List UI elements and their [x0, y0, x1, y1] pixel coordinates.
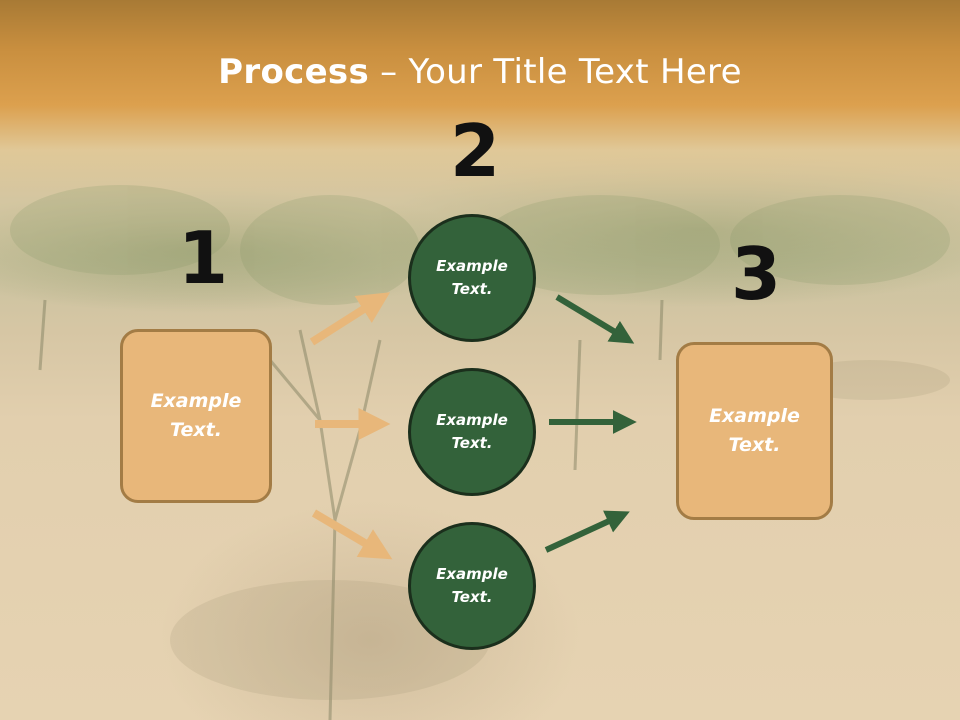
left-box-line2: Text. — [170, 419, 222, 441]
step-number-2: 2 — [450, 109, 501, 193]
slide-title: Process – Your Title Text Here — [0, 52, 960, 92]
circle-middle-line1: Example — [436, 411, 508, 429]
right-box-line1: Example — [709, 405, 800, 427]
circle-top: Example Text. — [408, 214, 536, 342]
circle-bottom: Example Text. — [408, 522, 536, 650]
arrow-to-top — [309, 292, 391, 346]
title-rest: – Your Title Text Here — [369, 52, 742, 92]
circle-top-line2: Text. — [451, 280, 493, 298]
arrow-to-bottom — [311, 509, 393, 560]
circle-bottom-line2: Text. — [451, 588, 493, 606]
arrow-from-top — [555, 294, 635, 344]
step-number-3: 3 — [731, 232, 782, 316]
right-text-box: Example Text. — [676, 342, 833, 520]
left-box-line1: Example — [150, 390, 242, 412]
circle-top-line1: Example — [436, 257, 508, 275]
right-box-line2: Text. — [728, 434, 781, 456]
step-number-1: 1 — [178, 216, 229, 300]
circle-bottom-line1: Example — [436, 565, 508, 583]
title-bold: Process — [218, 52, 370, 92]
arrow-from-bottom — [544, 510, 630, 553]
circle-middle-line2: Text. — [451, 434, 493, 452]
left-text-box: Example Text. — [120, 329, 272, 503]
circle-middle: Example Text. — [408, 368, 536, 496]
